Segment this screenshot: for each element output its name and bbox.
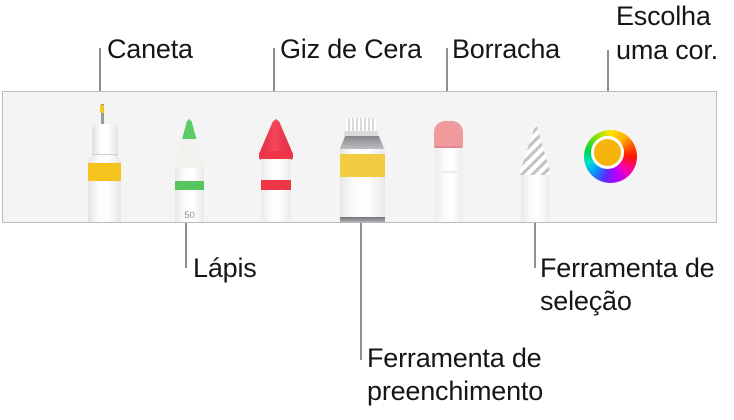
- pencil-tool-button[interactable]: 50: [169, 114, 211, 222]
- selection-tip-hatched-icon: [519, 123, 551, 175]
- crayon-tip-icon: [260, 119, 292, 152]
- pen-needle-tip: [100, 105, 104, 113]
- callout-line-borracha: [446, 48, 448, 119]
- eraser-tool-button[interactable]: [429, 116, 468, 222]
- pen-grip: [92, 124, 118, 156]
- callout-label-giz-de-cera: Giz de Cera: [280, 34, 422, 64]
- eraser-cap: [434, 121, 463, 148]
- callout-label-ferramenta-selecao: Ferramenta de seleção: [540, 252, 715, 318]
- color-well-button[interactable]: [584, 129, 637, 183]
- pen-tool-button[interactable]: [83, 97, 127, 222]
- callout-label-lapis: Lápis: [193, 253, 257, 283]
- callout-label-line: Ferramenta de: [540, 253, 715, 283]
- crayon-tool-button[interactable]: [254, 114, 298, 222]
- pencil-body: [175, 168, 204, 222]
- eraser-body: [434, 148, 463, 222]
- callout-line-escolha-cor: [607, 50, 609, 128]
- callout-label-line: Escolha: [616, 1, 711, 31]
- selection-tool-button[interactable]: [514, 118, 556, 222]
- crayon-body: [261, 159, 291, 222]
- callout-label-line: seleção: [540, 286, 632, 316]
- callout-line-lapis: [185, 223, 187, 268]
- crayon-stripe: [261, 179, 291, 190]
- callout-label-escolha-uma-cor: Escolha uma cor.: [616, 0, 718, 67]
- pen-color-band: [88, 163, 121, 181]
- current-color-swatch: [590, 136, 624, 169]
- paint-tube-lip: [344, 131, 378, 136]
- paint-tube-label-band: [339, 153, 385, 177]
- paint-tube-neck: [339, 135, 385, 150]
- callout-label-borracha: Borracha: [452, 34, 560, 64]
- eraser-seam: [434, 171, 463, 174]
- callout-line-caneta: [99, 48, 101, 102]
- pencil-tip-icon: [174, 119, 205, 169]
- pen-needle: [101, 104, 104, 125]
- callout-label-line: uma cor.: [616, 35, 718, 65]
- fill-tool-button[interactable]: [334, 112, 390, 222]
- pencil-hardness-label: 50: [184, 210, 195, 221]
- pencil-color-band: [175, 181, 204, 190]
- callout-label-line: Ferramenta de: [367, 343, 542, 373]
- callout-label-caneta: Caneta: [107, 34, 193, 64]
- callout-line-preenchimento: [360, 223, 362, 360]
- callout-line-selecao: [534, 223, 536, 268]
- drawing-toolbar: 50: [2, 91, 717, 223]
- callout-label-line: preenchimento: [367, 376, 544, 406]
- callout-line-giz: [273, 48, 275, 114]
- callout-label-ferramenta-preenchimento: Ferramenta de preenchimento: [367, 342, 543, 408]
- selection-body: [521, 174, 550, 222]
- paint-tube-cap: [346, 117, 376, 132]
- paint-tube-crimp: [339, 217, 385, 222]
